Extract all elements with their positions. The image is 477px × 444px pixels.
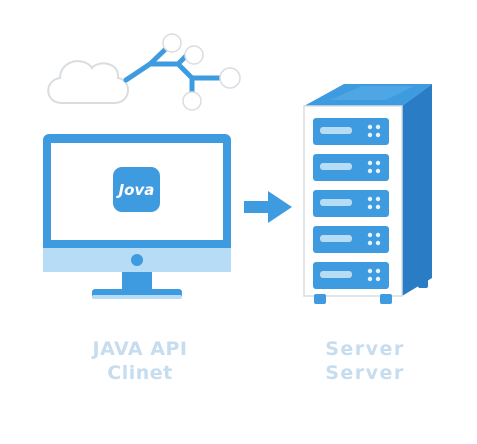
drive-slot xyxy=(320,127,352,134)
client-caption-line-1: JAVA API xyxy=(92,338,188,360)
java-badge-label: Jova xyxy=(116,181,155,199)
server-rack-icon xyxy=(303,84,432,304)
server-caption-line-2: Server xyxy=(325,362,405,384)
status-light xyxy=(375,160,381,166)
status-light xyxy=(367,232,373,238)
server-unit xyxy=(313,154,389,181)
status-light xyxy=(375,276,381,282)
server-unit xyxy=(313,226,389,253)
java-badge: Jova xyxy=(113,167,160,212)
status-light xyxy=(375,124,381,130)
status-light xyxy=(367,276,373,282)
drive-slot xyxy=(320,235,352,242)
monitor-icon xyxy=(43,134,231,299)
client-caption: JAVA API Clinet xyxy=(60,337,220,385)
arrow-right-icon xyxy=(244,191,292,223)
status-light xyxy=(367,160,373,166)
status-light xyxy=(367,196,373,202)
cloud-icon xyxy=(47,60,129,104)
status-light xyxy=(367,124,373,130)
status-light xyxy=(367,204,373,210)
server-caption: Server Server xyxy=(285,337,445,385)
status-light xyxy=(375,204,381,210)
server-caption-line-1: Server xyxy=(325,338,405,360)
status-light xyxy=(367,268,373,274)
server-unit xyxy=(313,262,389,289)
status-light xyxy=(375,132,381,138)
server-unit xyxy=(313,118,389,145)
status-light xyxy=(375,268,381,274)
client-caption-line-2: Clinet xyxy=(107,362,173,384)
status-light xyxy=(375,232,381,238)
status-light xyxy=(375,196,381,202)
drive-slot xyxy=(320,163,352,170)
network-branch-icon xyxy=(123,33,241,111)
server-unit xyxy=(313,190,389,217)
status-light xyxy=(375,240,381,246)
status-light xyxy=(375,168,381,174)
status-light xyxy=(367,240,373,246)
drive-slot xyxy=(320,271,352,278)
drive-slot xyxy=(320,199,352,206)
status-light xyxy=(367,168,373,174)
status-light xyxy=(367,132,373,138)
